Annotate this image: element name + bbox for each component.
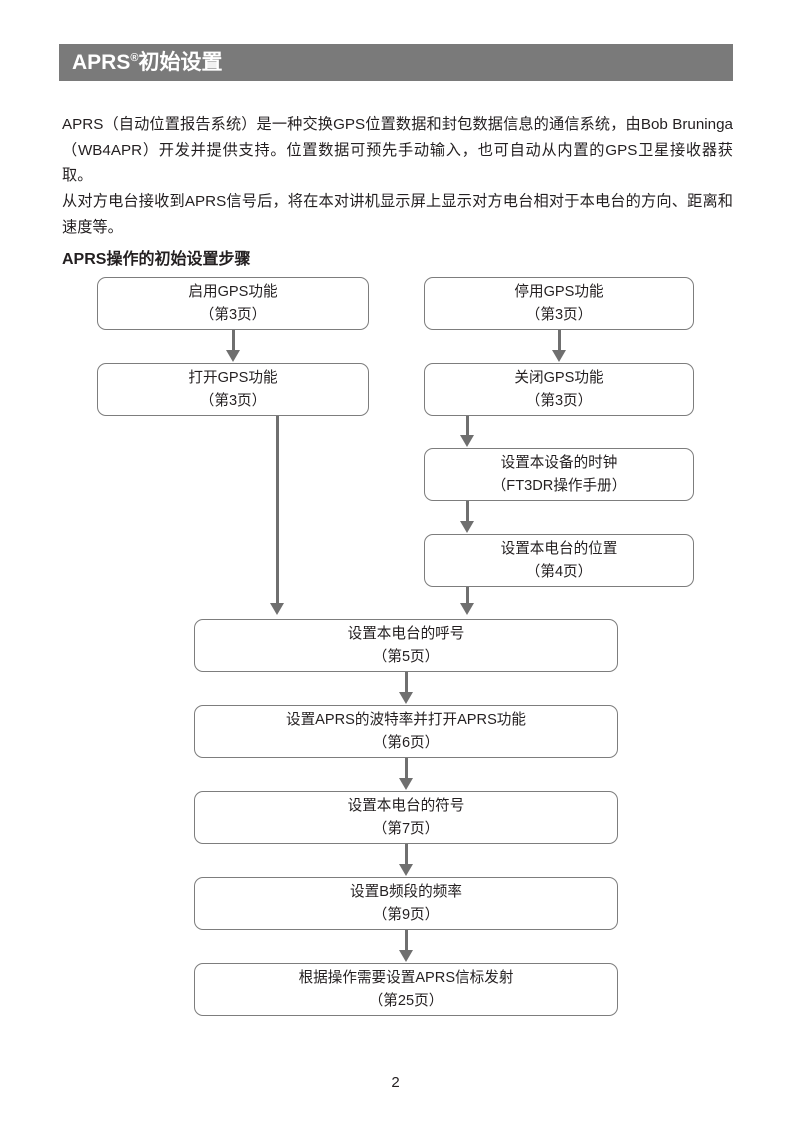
flow-box-line2: （第3页） bbox=[199, 392, 267, 409]
flow-box-line1: 停用GPS功能 bbox=[514, 283, 604, 300]
flow-box-line1: 设置B频段的频率 bbox=[350, 883, 462, 900]
flow-box-set-baud-aprs: 设置APRS的波特率并打开APRS功能 （第6页） bbox=[194, 705, 618, 758]
intro-paragraph-1: APRS（自动位置报告系统）是一种交换GPS位置数据和封包数据信息的通信系统，由… bbox=[62, 116, 733, 185]
flow-arrow-disable-to-turnoff bbox=[557, 330, 561, 350]
flow-arrow-turnon-to-callsign bbox=[275, 416, 279, 603]
flow-arrow-callsign-to-baud bbox=[404, 672, 408, 692]
flow-box-turn-off-gps: 关闭GPS功能 （第3页） bbox=[424, 363, 694, 416]
flow-box-set-beacon: 根据操作需要设置APRS信标发射 （第25页） bbox=[194, 963, 618, 1016]
flow-box-line2: （FT3DR操作手册） bbox=[491, 477, 627, 494]
flow-arrow-symbol-to-bband bbox=[404, 844, 408, 864]
flow-box-line2: （第5页） bbox=[372, 648, 440, 665]
flow-arrow-enable-to-turnon bbox=[231, 330, 235, 350]
flow-box-line2: （第9页） bbox=[372, 906, 440, 923]
intro-paragraph-2: 从对方电台接收到APRS信号后，将在本对讲机显示屏上显示对方电台相对于本电台的方… bbox=[62, 193, 733, 236]
registered-mark: ® bbox=[130, 52, 139, 64]
flow-box-line2: （第6页） bbox=[372, 734, 440, 751]
flow-box-line1: 关闭GPS功能 bbox=[514, 369, 604, 386]
page-title: APRS®初始设置 bbox=[59, 52, 222, 73]
flow-arrow-clock-to-position bbox=[465, 501, 469, 521]
flow-arrow-head-turnon-to-callsign bbox=[270, 603, 284, 615]
flow-box-line1: 设置本电台的呼号 bbox=[347, 625, 465, 642]
flow-box-line2: （第7页） bbox=[372, 820, 440, 837]
flow-arrow-head-bband-to-beacon bbox=[399, 950, 413, 962]
flow-box-enable-gps: 启用GPS功能 （第3页） bbox=[97, 277, 369, 330]
flow-box-line1: 打开GPS功能 bbox=[188, 369, 278, 386]
flow-box-disable-gps: 停用GPS功能 （第3页） bbox=[424, 277, 694, 330]
flow-arrow-position-to-callsign bbox=[465, 587, 469, 603]
flow-box-line2: （第3页） bbox=[199, 306, 267, 323]
flow-arrow-head-baud-to-symbol bbox=[399, 778, 413, 790]
flow-box-line2: （第3页） bbox=[525, 306, 593, 323]
flow-box-set-symbol: 设置本电台的符号 （第7页） bbox=[194, 791, 618, 844]
flow-box-line1: 根据操作需要设置APRS信标发射 bbox=[298, 969, 514, 986]
flow-arrow-head-disable-to-turnoff bbox=[552, 350, 566, 362]
page-number: 2 bbox=[391, 1074, 400, 1091]
flow-arrow-bband-to-beacon bbox=[404, 930, 408, 950]
flow-box-set-b-band-freq: 设置B频段的频率 （第9页） bbox=[194, 877, 618, 930]
flow-arrow-head-turnoff-to-clock bbox=[460, 435, 474, 447]
flow-arrow-baud-to-symbol bbox=[404, 758, 408, 778]
flow-box-turn-on-gps: 打开GPS功能 （第3页） bbox=[97, 363, 369, 416]
flow-arrow-head-callsign-to-baud bbox=[399, 692, 413, 704]
sub-heading: APRS操作的初始设置步骤 bbox=[62, 251, 251, 269]
flow-arrow-head-symbol-to-bband bbox=[399, 864, 413, 876]
flow-arrow-head-clock-to-position bbox=[460, 521, 474, 533]
flow-arrow-turnoff-to-clock bbox=[465, 416, 469, 435]
page-title-rest: 初始设置 bbox=[138, 51, 223, 74]
flow-box-line2: （第4页） bbox=[525, 563, 593, 580]
section-header-band: APRS®初始设置 bbox=[59, 44, 733, 81]
flow-box-line1: 设置本设备的时钟 bbox=[500, 454, 618, 471]
flow-box-set-callsign: 设置本电台的呼号 （第5页） bbox=[194, 619, 618, 672]
page-title-main: APRS bbox=[72, 51, 131, 74]
flow-arrow-head-enable-to-turnon bbox=[226, 350, 240, 362]
flow-box-line1: 启用GPS功能 bbox=[188, 283, 278, 300]
flow-box-line1: 设置本电台的位置 bbox=[500, 540, 618, 557]
flow-arrow-head-position-to-callsign bbox=[460, 603, 474, 615]
flow-box-set-position: 设置本电台的位置 （第4页） bbox=[424, 534, 694, 587]
flow-box-line1: 设置本电台的符号 bbox=[347, 797, 465, 814]
flow-box-set-clock: 设置本设备的时钟 （FT3DR操作手册） bbox=[424, 448, 694, 501]
flow-box-line1: 设置APRS的波特率并打开APRS功能 bbox=[285, 711, 526, 728]
flow-box-line2: （第3页） bbox=[525, 392, 593, 409]
flow-box-line2: （第25页） bbox=[368, 992, 444, 1009]
